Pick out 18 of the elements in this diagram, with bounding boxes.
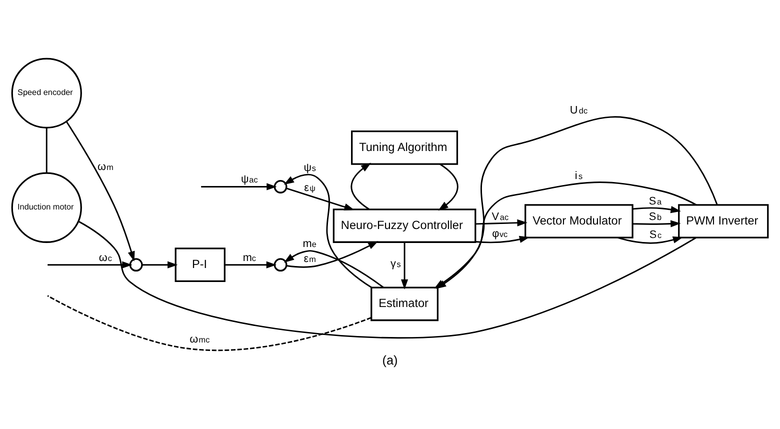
edge-label: Udc	[570, 104, 588, 116]
edge-label: ωm	[97, 160, 114, 173]
edge-label: me	[302, 238, 316, 250]
edge-label: is	[574, 170, 583, 182]
edge-label: εψ	[304, 181, 316, 194]
edge-label: γs	[390, 257, 401, 270]
edge-label: mc	[242, 251, 256, 264]
edge-label: φvc	[492, 228, 508, 240]
edge-label: εm	[304, 252, 316, 264]
edge-label: Sc	[649, 228, 662, 241]
caption: (a)	[382, 352, 398, 367]
edge-label: ψac	[241, 173, 258, 186]
edge-label: ωc	[98, 251, 112, 264]
edge-label: ωmc	[190, 333, 210, 346]
edge-label: Sb	[648, 210, 662, 222]
edge-label: Vac	[492, 210, 509, 222]
edge-label: Sa	[648, 195, 662, 208]
edge-label: ψs	[304, 161, 316, 174]
